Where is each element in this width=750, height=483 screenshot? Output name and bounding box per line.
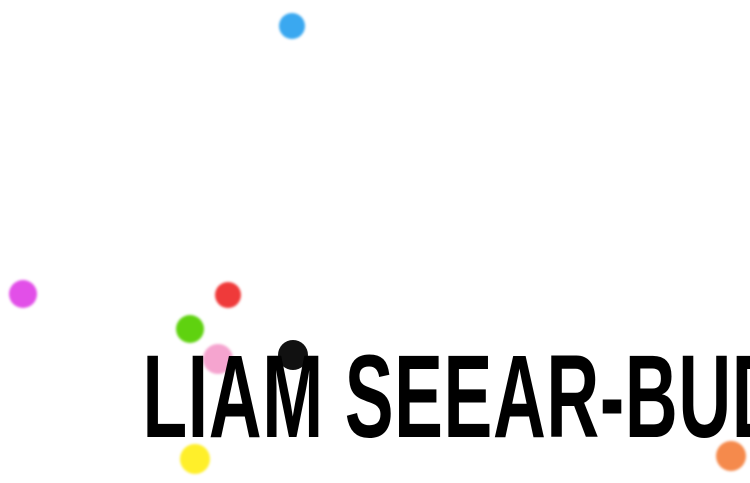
orange-dot bbox=[716, 441, 746, 471]
pink-dot bbox=[203, 344, 233, 374]
magenta-dot bbox=[9, 280, 37, 308]
yellow-dot bbox=[180, 444, 210, 474]
blue-dot bbox=[279, 13, 305, 39]
red-dot bbox=[215, 282, 241, 308]
black-dot bbox=[278, 340, 308, 370]
page-title: LIAM SEEAR-BUDD bbox=[142, 331, 750, 463]
green-dot bbox=[176, 315, 204, 343]
